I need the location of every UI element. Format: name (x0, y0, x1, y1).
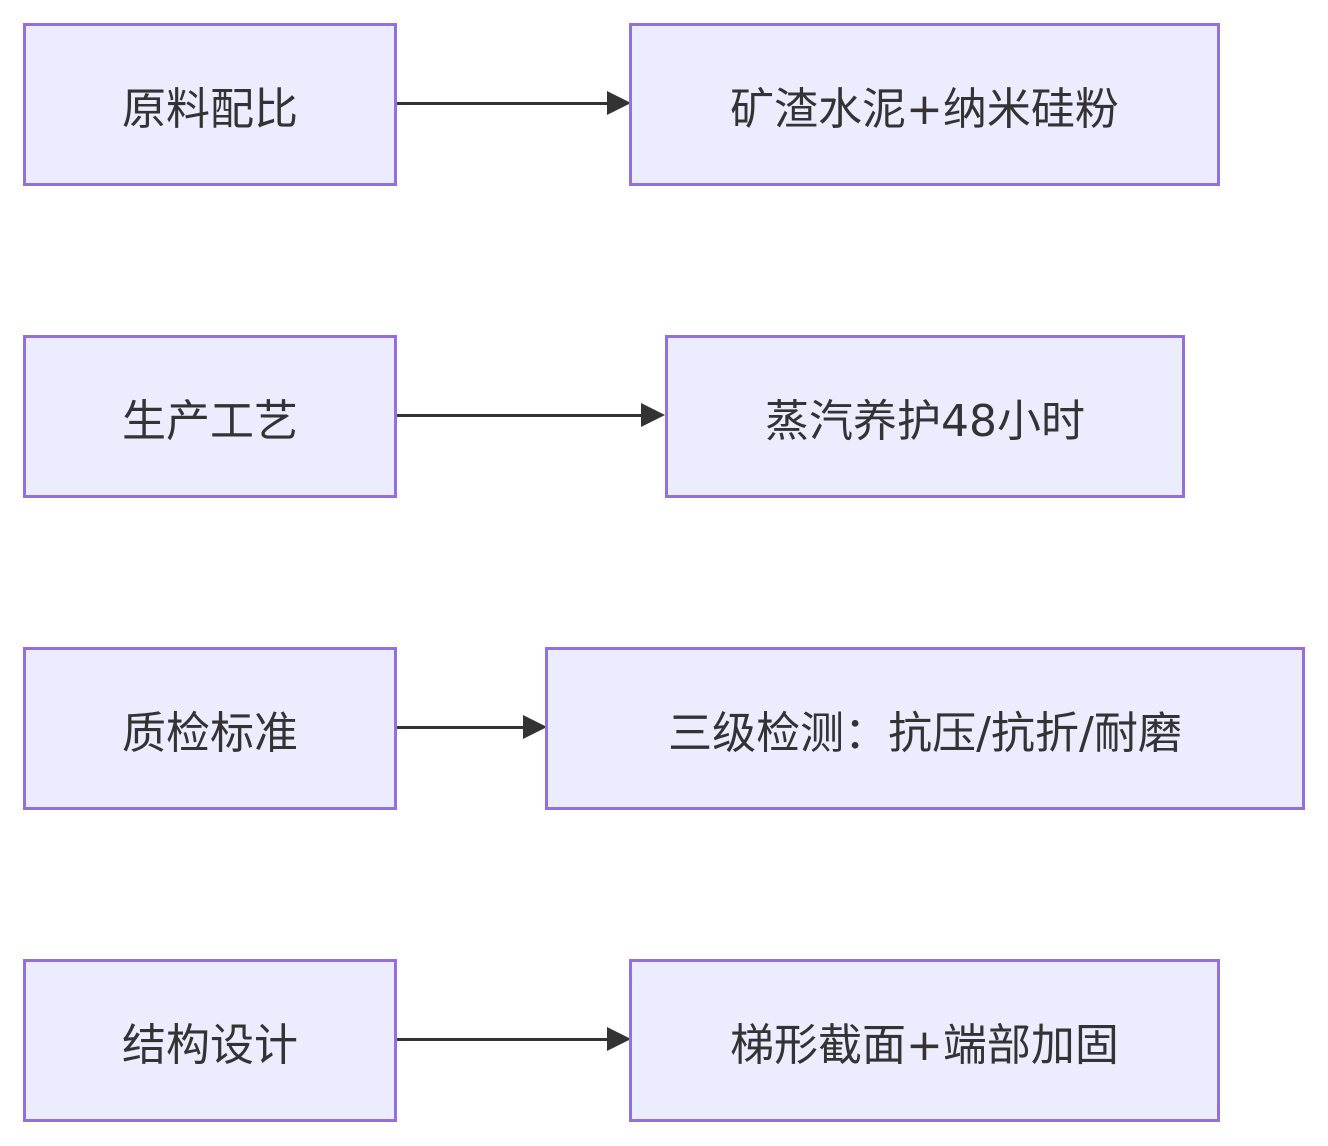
node-label: 梯形截面+端部加固 (730, 1019, 1119, 1071)
arrowhead-icon (607, 91, 631, 115)
node-label: 质检标准 (122, 707, 298, 759)
edge-arrow-line (397, 726, 525, 729)
node-quality-standards: 质检标准 (23, 647, 397, 810)
arrowhead-icon (641, 403, 665, 427)
node-label: 原料配比 (122, 83, 298, 135)
arrowhead-icon (607, 1027, 631, 1051)
edge-arrow-line (397, 414, 643, 417)
edge-arrow-line (397, 102, 609, 105)
node-raw-material-ratio: 原料配比 (23, 23, 397, 186)
node-label: 三级检测：抗压/抗折/耐磨 (668, 707, 1182, 759)
node-production-process: 生产工艺 (23, 335, 397, 498)
node-label: 结构设计 (122, 1019, 298, 1071)
node-slag-cement-nano-silica: 矿渣水泥+纳米硅粉 (629, 23, 1220, 186)
node-three-level-testing: 三级检测：抗压/抗折/耐磨 (545, 647, 1305, 810)
arrowhead-icon (523, 715, 547, 739)
node-steam-curing: 蒸汽养护48小时 (665, 335, 1185, 498)
node-label: 生产工艺 (122, 395, 298, 447)
node-label: 矿渣水泥+纳米硅粉 (730, 83, 1119, 135)
node-trapezoid-section: 梯形截面+端部加固 (629, 959, 1220, 1122)
edge-arrow-line (397, 1038, 609, 1041)
node-structural-design: 结构设计 (23, 959, 397, 1122)
node-label: 蒸汽养护48小时 (765, 395, 1085, 447)
